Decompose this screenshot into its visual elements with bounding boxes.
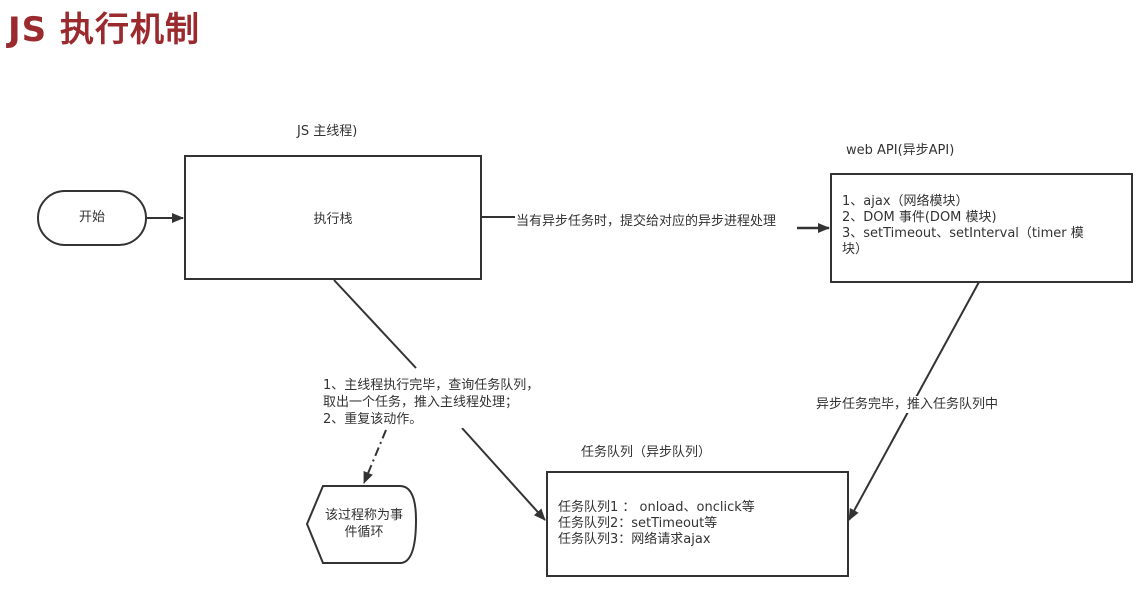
loop-note-line: 2、重复该动作。 bbox=[323, 412, 423, 427]
loop-note-line: 取出一个任务，推入主线程处理； bbox=[323, 395, 519, 410]
loop-note-line: 1、主线程执行完毕，查询任务队列， bbox=[323, 378, 540, 393]
task-queue-line: 任务队列2：setTimeout等 bbox=[558, 516, 718, 531]
webapi-box: 1、ajax（网络模块） 2、DOM 事件(DOM 模块) 3、setTimeo… bbox=[830, 173, 1133, 283]
eventloop-node-shape bbox=[305, 485, 418, 564]
eventloop-label-line: 件循环 bbox=[344, 525, 384, 540]
execution-stack-box: 执行栈 bbox=[184, 155, 482, 280]
task-queue-box: 任务队列1 ： onload、onclick等 任务队列2：setTimeout… bbox=[546, 471, 849, 577]
webapi-line: 1、ajax（网络模块） bbox=[842, 194, 969, 209]
edge-label-to-queue: 异步任务完毕，推入任务队列中 bbox=[816, 396, 999, 413]
webapi-line: 块） bbox=[842, 242, 869, 257]
task-queue-line: 任务队列1 ： onload、onclick等 bbox=[558, 500, 755, 515]
edge-stack-to-note bbox=[333, 279, 417, 369]
webapi-line: 3、setTimeout、setInterval（timer 模 bbox=[842, 226, 1084, 241]
task-queue-caption: 任务队列（异步队列） bbox=[581, 445, 712, 460]
loop-note: 1、主线程执行完毕，查询任务队列， 取出一个任务，推入主线程处理； 2、重复该动… bbox=[323, 377, 540, 428]
page-title: JS 执行机制 bbox=[8, 10, 200, 50]
eventloop-label: 该过程称为事 件循环 bbox=[312, 507, 416, 541]
webapi-caption: web API(异步API) bbox=[846, 143, 955, 158]
edge-label-to-webapi: 当有异步任务时，提交给对应的异步进程处理 bbox=[516, 213, 777, 230]
execution-stack-label: 执行栈 bbox=[313, 212, 353, 227]
start-node-label: 开始 bbox=[78, 210, 105, 225]
main-thread-caption: JS 主线程) bbox=[297, 124, 358, 139]
edge-note-to-eventloop bbox=[363, 429, 387, 484]
edge-note-to-queue bbox=[461, 427, 546, 521]
eventloop-label-line: 该过程称为事 bbox=[324, 508, 403, 523]
webapi-line: 2、DOM 事件(DOM 模块) bbox=[842, 210, 997, 225]
task-queue-line: 任务队列3：网络请求ajax bbox=[558, 532, 711, 547]
